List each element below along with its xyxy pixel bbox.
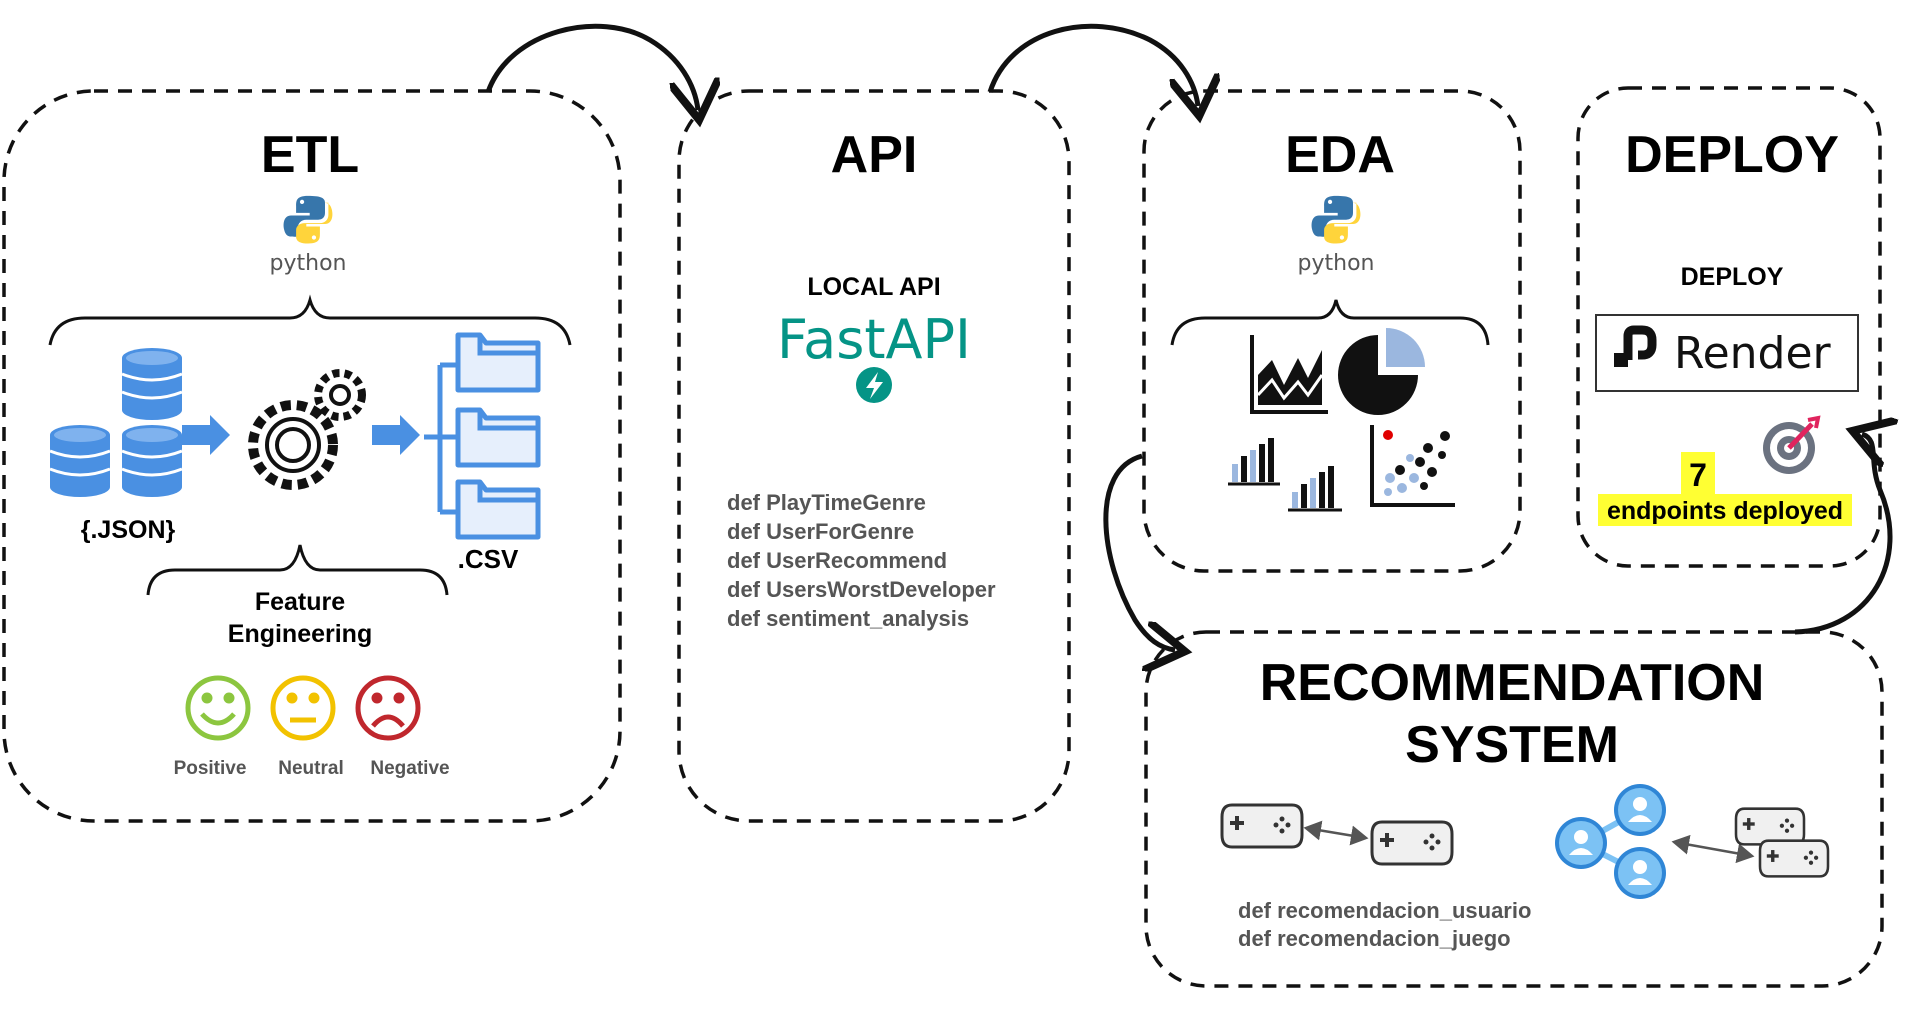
- json-label: {.JSON}: [81, 516, 176, 544]
- eda-python-label: python: [1298, 251, 1375, 276]
- feature-brace: [146, 544, 449, 596]
- deploy-box: [1576, 86, 1882, 568]
- deploy-title: DEPLOY: [1625, 126, 1839, 184]
- api-function-item: def UserRecommend: [727, 548, 947, 573]
- eda-box: [1142, 89, 1522, 573]
- api-title: API: [831, 126, 918, 184]
- recommendation-function-item: def recomendacion_usuario: [1238, 898, 1531, 923]
- fastapi-logo: FastAPI: [777, 308, 971, 371]
- user-similarity-arrow: [1671, 834, 1755, 864]
- smiley-neutral-icon: [270, 675, 336, 741]
- area-chart-icon: [1250, 335, 1328, 414]
- etl-section: ETL python {.JSON}: [2, 89, 622, 823]
- deploy-section: DEPLOY DEPLOY Render 7 endpoints deploye…: [1576, 86, 1882, 568]
- smiley-positive-icon: [185, 675, 251, 741]
- etl-title: ETL: [261, 126, 359, 184]
- deploy-subtitle: DEPLOY: [1681, 263, 1784, 291]
- eda-title: EDA: [1285, 126, 1395, 184]
- etl-box: [2, 89, 622, 823]
- python-logo-icon: [1311, 195, 1361, 244]
- endpoint-label: endpoints deployed: [1607, 497, 1843, 525]
- eda-top-brace: [1170, 299, 1490, 346]
- feature-engineering-line1: Feature: [255, 588, 345, 616]
- folder-tree-icon: [424, 335, 538, 537]
- user-network-icon: [1555, 784, 1666, 899]
- recommendation-box: [1144, 630, 1884, 988]
- scatter-plot-icon: [1370, 425, 1455, 507]
- api-function-list: def PlayTimeGenre def UserForGenre def U…: [727, 490, 996, 631]
- api-function-item: def UserForGenre: [727, 519, 914, 544]
- item-similarity-arrow: [1303, 820, 1369, 846]
- database-icon: [48, 346, 184, 499]
- sentiment-positive-label: Positive: [174, 758, 247, 779]
- gamepad-icon: [1370, 820, 1454, 866]
- arrow-recommendation-to-deploy: [1794, 434, 1890, 635]
- render-logo-icon: [1614, 325, 1657, 367]
- csv-label: .CSV: [458, 544, 519, 574]
- gamepad-icon: [1734, 807, 1806, 846]
- etl-python-label: python: [270, 251, 347, 276]
- bar-chart-icon: [1288, 466, 1342, 512]
- target-icon: [1763, 415, 1821, 474]
- smiley-negative-icon: [355, 675, 421, 741]
- gamepad-icon: [1220, 803, 1304, 849]
- eda-section: EDA python: [1142, 89, 1522, 573]
- flow-connectors: [485, 23, 1890, 650]
- etl-top-brace: [48, 294, 572, 346]
- endpoint-count: 7: [1689, 457, 1707, 493]
- api-box: [677, 89, 1071, 823]
- python-logo-icon: [283, 195, 333, 244]
- arrow-eda-to-recommendation: [1103, 453, 1175, 650]
- gamepad-icon: [1758, 839, 1830, 878]
- pie-chart-icon: [1338, 328, 1425, 415]
- gears-icon: [248, 369, 366, 490]
- bar-chart-icon: [1228, 438, 1280, 486]
- sentiment-neutral-label: Neutral: [278, 758, 343, 779]
- api-section: API LOCAL API FastAPI def PlayTimeGenre …: [677, 89, 1071, 823]
- local-api-label: LOCAL API: [807, 273, 940, 301]
- endpoint-label-highlight: [1598, 494, 1852, 526]
- api-function-item: def UsersWorstDeveloper: [727, 577, 996, 602]
- api-function-item: def PlayTimeGenre: [727, 490, 926, 515]
- feature-engineering-line2: Engineering: [228, 620, 372, 648]
- recommendation-title-line2: SYSTEM: [1405, 716, 1619, 774]
- lightning-icon: [856, 367, 892, 403]
- arrow-api-to-eda: [987, 23, 1198, 106]
- endpoint-count-highlight: [1681, 452, 1715, 494]
- sentiment-negative-label: Negative: [370, 758, 449, 779]
- api-function-item: def sentiment_analysis: [727, 606, 969, 631]
- arrow-right-icon: [182, 415, 420, 455]
- render-logo-text: Render: [1674, 328, 1832, 379]
- recommendation-title-line1: RECOMMENDATION: [1260, 654, 1765, 712]
- recommendation-section: RECOMMENDATION SYSTEM def recomendacion_…: [1144, 630, 1884, 988]
- arrow-etl-to-api: [485, 23, 698, 110]
- recommendation-function-item: def recomendacion_juego: [1238, 926, 1511, 951]
